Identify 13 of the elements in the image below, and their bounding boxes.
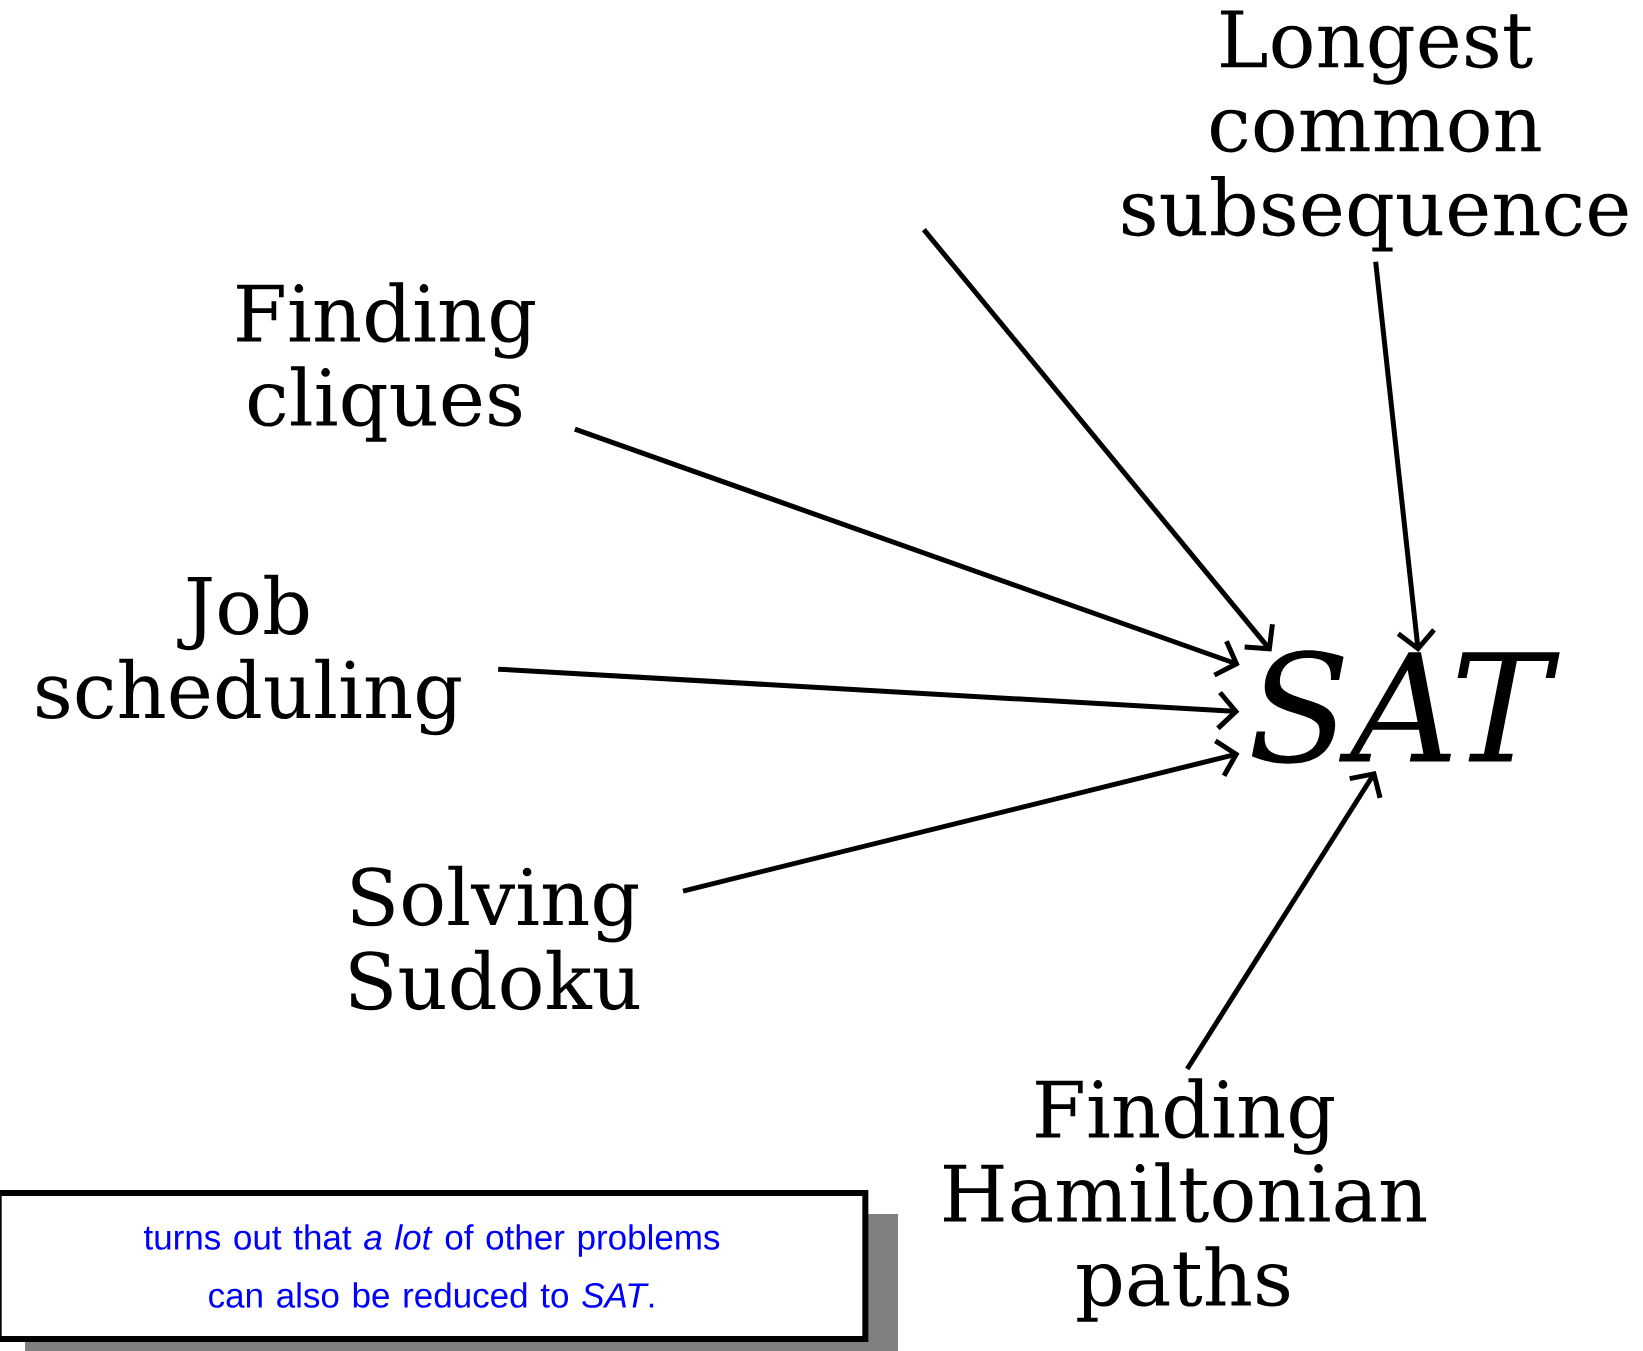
arrow — [574, 426, 1240, 678]
callout-box: turns out that a lot of other problems can also be reduced to SAT. — [0, 1190, 869, 1342]
problem-label: Finding Hamiltonian paths — [944, 1078, 1427, 1322]
arrow — [921, 228, 1275, 652]
target-label: SAT — [1251, 650, 1560, 764]
arrow — [682, 738, 1240, 894]
problem-label: Finding cliques — [237, 282, 535, 442]
problem-label: Solving Sudoku — [350, 865, 640, 1011]
arrow — [1373, 261, 1436, 653]
arrow — [1185, 770, 1383, 1071]
problem-label: Job scheduling — [37, 574, 461, 736]
problem-label: Longest common subsequence — [1123, 10, 1628, 252]
arrow — [498, 666, 1240, 731]
